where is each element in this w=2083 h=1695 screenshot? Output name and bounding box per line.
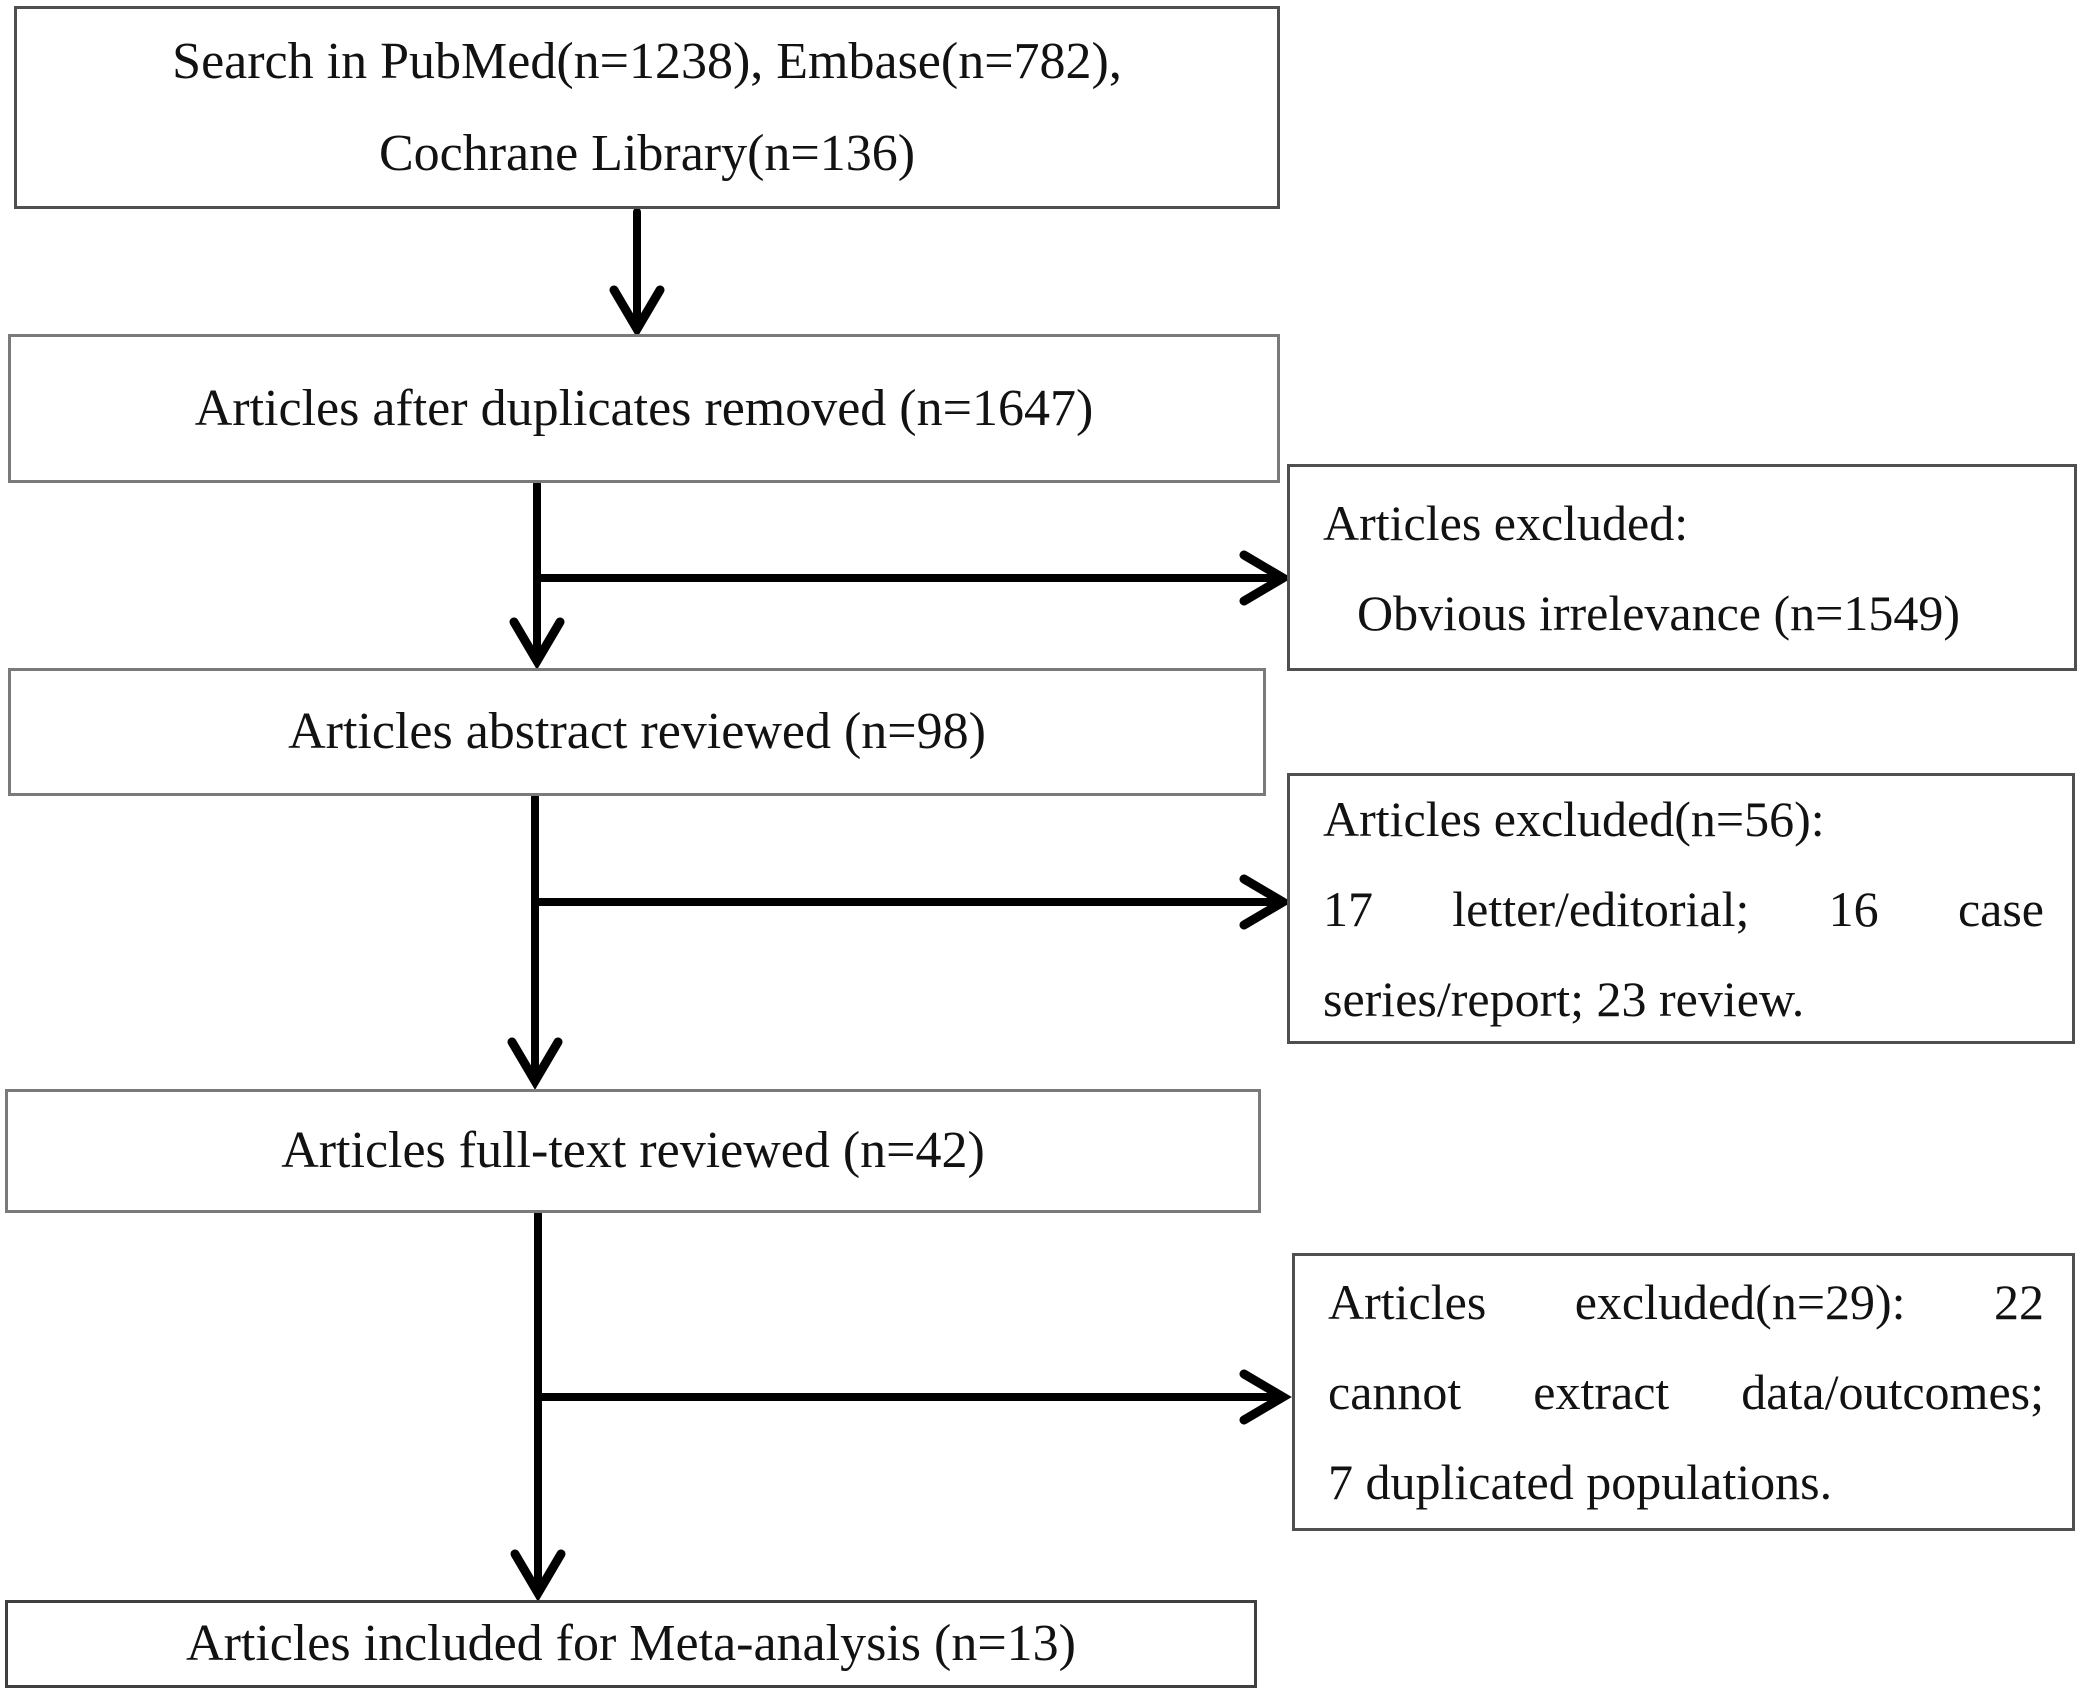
box-excluded-irrelevance: Articles excluded: Obvious irrelevance (… (1287, 464, 2077, 671)
arrow-search-to-duplicates (609, 208, 665, 338)
search-sources-line-2: Cochrane Library(n=136) (378, 124, 916, 182)
excluded-abstract-line-1: Articles excluded(n=56): (1323, 790, 1825, 847)
arrow-duplicates-to-abstract (509, 480, 565, 670)
box-after-duplicates: Articles after duplicates removed (n=164… (8, 334, 1280, 483)
arrow-to-excluded-irrelevance (533, 550, 1292, 606)
excluded-irrelevance-line-2: Obvious irrelevance (n=1549) (1357, 584, 1961, 641)
arrow-to-excluded-abstract-stage (531, 874, 1292, 930)
after-duplicates-text: Articles after duplicates removed (n=164… (194, 379, 1094, 437)
arrow-abstract-to-fulltext (507, 793, 563, 1090)
excluded-fulltext-line-1: Articles excluded(n=29): 22 (1328, 1274, 2044, 1330)
arrow-to-excluded-fulltext-stage (534, 1369, 1292, 1425)
box-excluded-abstract-stage: Articles excluded(n=56): 17 letter/edito… (1287, 773, 2075, 1044)
included-meta-analysis-text: Articles included for Meta-analysis (n=1… (186, 1615, 1076, 1672)
arrow-fulltext-to-included (510, 1210, 566, 1602)
box-fulltext-reviewed: Articles full-text reviewed (n=42) (5, 1089, 1261, 1213)
excluded-fulltext-line-3: 7 duplicated populations. (1328, 1454, 1833, 1510)
abstract-reviewed-text: Articles abstract reviewed (n=98) (288, 703, 986, 760)
fulltext-reviewed-text: Articles full-text reviewed (n=42) (281, 1122, 985, 1179)
box-abstract-reviewed: Articles abstract reviewed (n=98) (8, 668, 1266, 796)
box-search-sources: Search in PubMed(n=1238), Embase(n=782),… (14, 6, 1280, 209)
excluded-fulltext-line-2: cannot extract data/outcomes; (1328, 1364, 2044, 1420)
excluded-abstract-line-2: 17 letter/editorial; 16 case (1323, 880, 2044, 937)
excluded-abstract-line-3: series/report; 23 review. (1323, 970, 1805, 1027)
excluded-irrelevance-line-1: Articles excluded: (1323, 494, 1689, 551)
box-included-meta-analysis: Articles included for Meta-analysis (n=1… (5, 1600, 1257, 1688)
search-sources-line-1: Search in PubMed(n=1238), Embase(n=782), (172, 32, 1122, 90)
box-excluded-fulltext-stage: Articles excluded(n=29): 22 cannot extra… (1292, 1253, 2075, 1531)
